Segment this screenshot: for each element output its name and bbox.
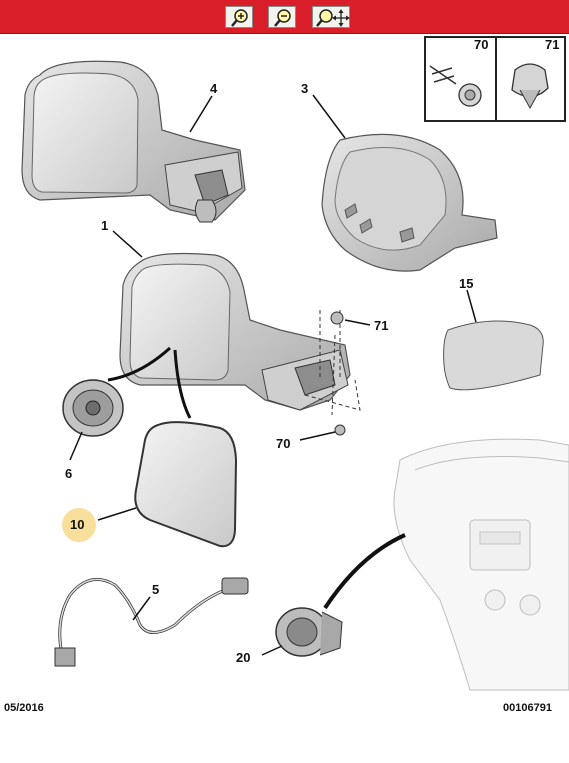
cap-part-15 [443, 320, 544, 391]
zoom-in-icon [231, 9, 248, 27]
dashboard-illustration [393, 438, 569, 691]
callout-15[interactable]: 15 [459, 276, 474, 291]
zoom-out-button[interactable] [268, 6, 296, 28]
mirror-switch-20 [275, 607, 343, 657]
inset-divider [495, 36, 497, 122]
mirror-assembly-1 [119, 252, 361, 416]
screw-71 [330, 311, 344, 325]
zoom-out-icon [274, 9, 291, 27]
callout-3[interactable]: 3 [301, 81, 309, 96]
mirror-glass-10 [134, 421, 238, 548]
inset-label-70: 70 [474, 37, 489, 52]
zoom-in-button[interactable] [225, 6, 253, 28]
wiring-harness-5 [54, 577, 249, 667]
callout-71[interactable]: 71 [374, 318, 389, 333]
footer-doc-number: 00106791 [503, 702, 552, 714]
callout-10[interactable]: 10 [70, 517, 85, 532]
inset-label-71: 71 [545, 37, 560, 52]
actuator-part-6 [62, 379, 124, 437]
mirror-assembly-4 [21, 60, 246, 223]
zoom-pan-button[interactable] [312, 6, 350, 28]
zoom-pan-icon [316, 9, 350, 27]
zoom-toolbar [0, 0, 569, 34]
callout-6[interactable]: 6 [65, 466, 73, 481]
callout-1[interactable]: 1 [101, 218, 109, 233]
callout-70[interactable]: 70 [276, 436, 291, 451]
footer-date: 05/2016 [4, 702, 44, 714]
callout-5[interactable]: 5 [152, 582, 160, 597]
highlight-marker [62, 508, 96, 542]
clip-70 [334, 424, 346, 436]
inset-clip-71 [511, 63, 549, 110]
callout-20[interactable]: 20 [236, 650, 251, 665]
callout-4[interactable]: 4 [210, 81, 218, 96]
callout-leaders [69, 94, 477, 656]
inset-screw-70 [429, 65, 482, 107]
mirror-cover-3 [321, 133, 498, 272]
